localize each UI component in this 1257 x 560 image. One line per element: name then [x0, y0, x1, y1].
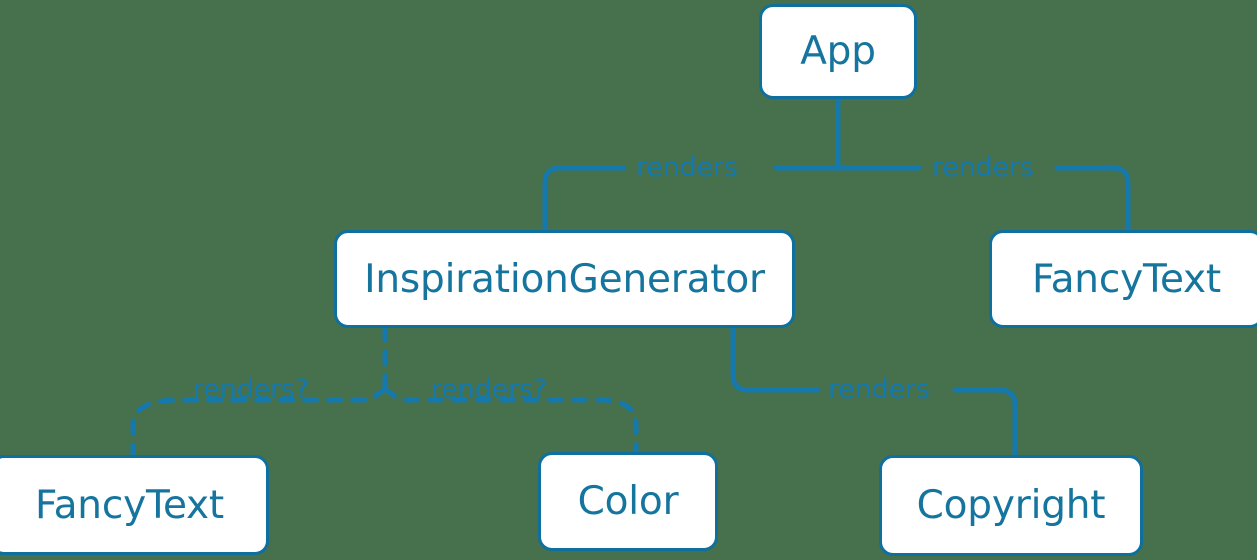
edge-inspiration-to-color: [382, 386, 639, 455]
node-copyright-label: Copyright: [916, 483, 1106, 528]
node-color-label: Color: [577, 479, 679, 524]
edge-label-inspiration-to-copyright: renders: [828, 374, 930, 405]
node-copyright[interactable]: Copyright: [879, 455, 1143, 556]
edge-app-to-fancytext-right: [1054, 165, 1131, 233]
edge-inspiration-to-copyright-right: [952, 387, 1018, 458]
node-fancytext-bottom[interactable]: FancyText: [0, 455, 269, 555]
node-fancytext-top[interactable]: FancyText: [989, 230, 1257, 328]
node-fancytext-bottom-label: FancyText: [34, 482, 225, 528]
edge-inspiration-to-fancytext: [130, 386, 388, 458]
edge-app-to-inspiration-right: [542, 165, 627, 233]
edge-label-inspiration-to-color: renders?: [431, 374, 547, 405]
node-app-label: App: [800, 29, 876, 74]
edge-label-inspiration-to-fancytext: renders?: [193, 374, 309, 405]
node-color[interactable]: Color: [538, 452, 718, 551]
edge-label-app-to-inspiration: renders: [636, 152, 738, 183]
node-app[interactable]: App: [759, 4, 917, 99]
node-inspiration-generator[interactable]: InspirationGenerator: [334, 230, 795, 328]
edge-inspiration-to-copyright-left: [730, 325, 821, 393]
edge-label-app-to-fancytext: renders: [932, 152, 1034, 183]
node-fancytext-top-label: FancyText: [1031, 256, 1222, 302]
node-inspiration-generator-label: InspirationGenerator: [364, 256, 765, 302]
